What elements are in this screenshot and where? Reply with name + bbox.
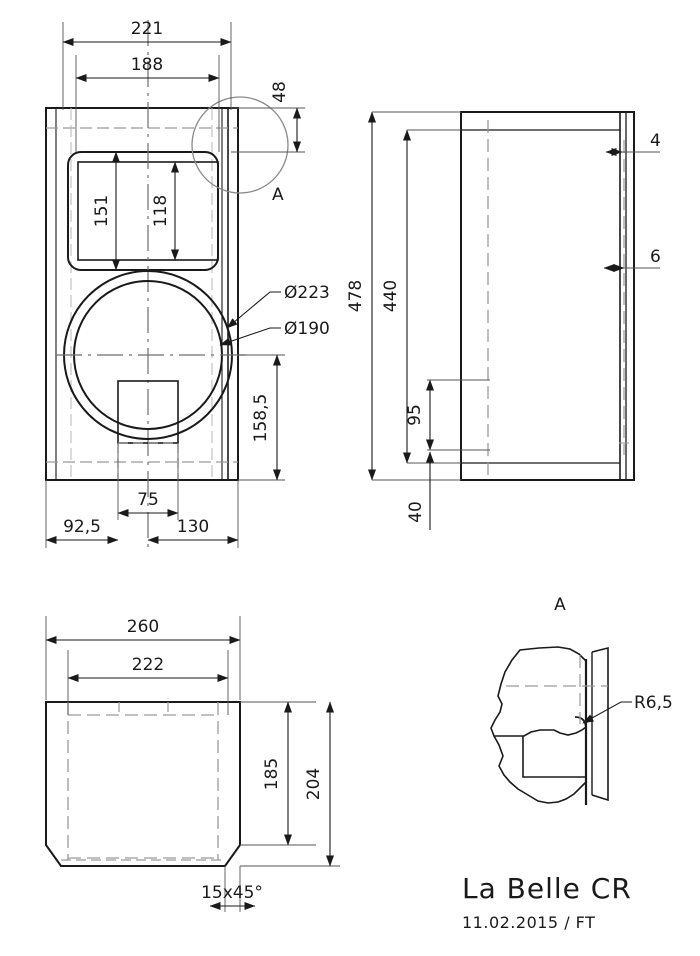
dim-label-left-offset: 92,5 <box>63 517 101 537</box>
dim-label-top-overall-width: 260 <box>127 617 159 637</box>
top-view-outline <box>45 701 241 867</box>
detail-callout-circle <box>191 96 289 194</box>
dim-label-inner-width: 188 <box>131 55 163 75</box>
drawing-subtitle: 11.02.2015 / FT <box>462 913 595 932</box>
side-view-outline <box>460 111 635 481</box>
dim-label-driver-inner-dia: Ø190 <box>284 319 330 339</box>
detail-a-break-lower <box>493 735 587 804</box>
dim-label-driver-center-height: 158,5 <box>251 394 271 443</box>
dim-label-side-overall-height: 478 <box>346 280 366 312</box>
detail-view-a: A R6,5 <box>490 595 673 805</box>
dim-label-overall-width: 221 <box>131 19 163 39</box>
front-view: A 221 188 48 151 118 Ø223 Ø190 158,5 <box>45 19 330 548</box>
dim-label-shelf-height: 95 <box>405 404 425 426</box>
dim-label-radius: R6,5 <box>634 693 673 713</box>
dim-label-brace-width: 75 <box>137 490 159 510</box>
dim-label-port-outer-height: 151 <box>92 195 112 227</box>
dim-label-overall-depth: 204 <box>304 768 324 800</box>
dim-label-top-inner-width: 222 <box>132 655 164 675</box>
drawing-title: La Belle CR <box>462 872 632 905</box>
dim-label-driver-outer-dia: Ø223 <box>284 283 330 303</box>
dim-label-port-inner-height: 118 <box>151 195 171 227</box>
front-port-outer-rect <box>67 151 219 271</box>
title-block: La Belle CR 11.02.2015 / FT <box>462 872 632 932</box>
dim-label-inner-depth: 185 <box>262 758 282 790</box>
detail-a-inner-step <box>522 736 586 778</box>
dim-label-bottom-offset: 40 <box>406 501 426 523</box>
dim-label-chamfer: 15x45° <box>201 883 263 903</box>
leader-dia-190 <box>219 327 281 346</box>
detail-callout-label: A <box>272 185 284 205</box>
leader-dia-223 <box>226 291 281 329</box>
dim-label-right-offset: 130 <box>177 517 209 537</box>
dim-label-side-inner-height: 440 <box>381 280 401 312</box>
detail-a-title: A <box>554 595 566 615</box>
leader-r65 <box>582 701 632 724</box>
side-view: 478 440 95 40 4 6 <box>346 111 661 530</box>
dim-label-top-offset: 48 <box>270 81 290 103</box>
dim-label-panel-thickness-mid: 6 <box>650 247 661 267</box>
detail-a-face-outer <box>591 646 609 802</box>
dim-label-panel-thickness-top: 4 <box>650 131 661 151</box>
detail-a-body-outline <box>490 646 587 737</box>
front-view-outline <box>45 107 239 481</box>
top-view: 260 222 185 204 15x45° <box>45 616 340 912</box>
